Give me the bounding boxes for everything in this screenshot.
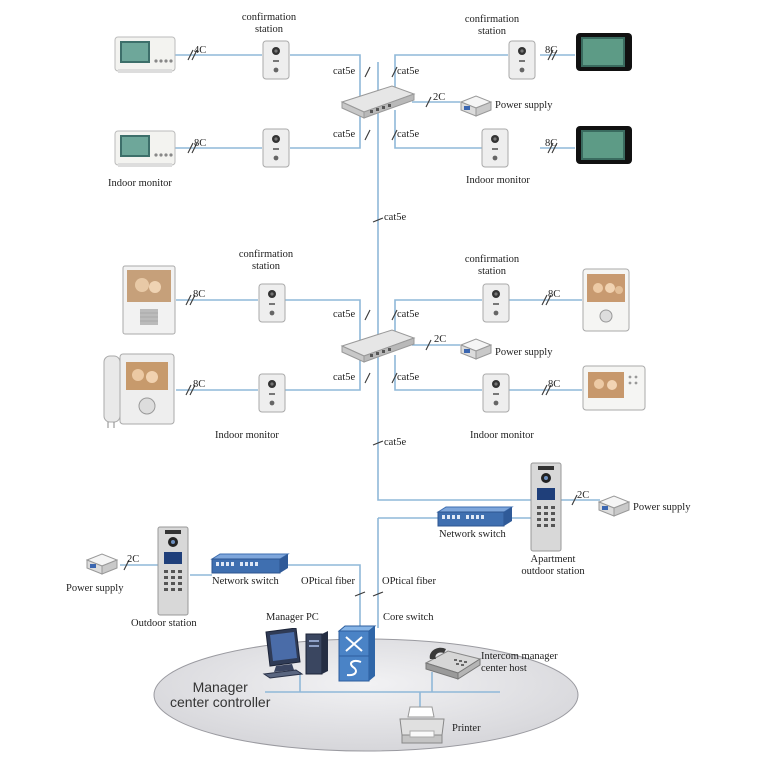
cable-label: 8C — [193, 289, 206, 300]
cable-label: 8C — [545, 138, 558, 149]
outdoor-station-icon — [157, 526, 189, 616]
optical-fiber-label: OPtical fiber — [301, 576, 355, 587]
core-switch-label: Core switch — [383, 612, 434, 623]
power-supply-label: Power supply — [66, 583, 124, 594]
door-camera-icon — [482, 283, 510, 323]
door-camera-icon — [481, 128, 509, 168]
indoor-monitor-icon — [103, 353, 175, 428]
door-camera-icon — [258, 373, 286, 413]
manager-center-controller-label: Manager center controller — [170, 679, 271, 710]
confirmation-station-label: confirmation station — [241, 12, 297, 35]
door-camera-icon — [508, 40, 536, 80]
power-supply-label: Power supply — [495, 100, 553, 111]
intercom-host-label: Intercom manager center host — [481, 651, 558, 674]
network-switch-label: Network switch — [212, 576, 279, 587]
cable-label: 8C — [193, 379, 206, 390]
manager-pc-icon — [262, 628, 328, 679]
cat5e-label: cat5e — [397, 309, 420, 320]
indoor-monitor-icon — [114, 130, 176, 167]
cat5e-label: cat5e — [384, 437, 407, 448]
indoor-monitor-icon — [582, 365, 646, 411]
cable-label: 8C — [548, 379, 561, 390]
indoor-monitor-icon — [576, 126, 632, 164]
indoor-monitor-icon — [122, 265, 176, 335]
cat5e-label: cat5e — [333, 66, 356, 77]
cat5e-label: cat5e — [397, 372, 420, 383]
cat5e-label: cat5e — [333, 372, 356, 383]
apartment-outdoor-station-label: Apartment outdoor station — [521, 554, 585, 577]
cable-label: 2C — [127, 554, 140, 565]
indoor-monitor-label: Indoor monitor — [215, 430, 279, 441]
cable-label: 4C — [194, 45, 207, 56]
cable-label: 8C — [194, 138, 207, 149]
door-camera-icon — [482, 373, 510, 413]
indoor-monitor-label: Indoor monitor — [470, 430, 534, 441]
power-supply-label: Power supply — [495, 347, 553, 358]
cat5e-label: cat5e — [397, 66, 420, 77]
indoor-monitor-icon — [114, 36, 176, 73]
power-supply-icon — [460, 338, 492, 360]
cat5e-label: cat5e — [333, 129, 356, 140]
confirmation-station-label: confirmation station — [464, 254, 520, 277]
distributor-icon — [340, 329, 416, 363]
indoor-monitor-icon — [576, 33, 632, 71]
door-camera-icon — [262, 40, 290, 80]
distributor-icon — [340, 85, 416, 119]
outdoor-station-label: Outdoor station — [131, 618, 197, 629]
confirmation-station-label: confirmation station — [464, 14, 520, 37]
optical-fiber-label: OPtical fiber — [382, 576, 436, 587]
cable-label: 8C — [548, 289, 561, 300]
manager-pc-label: Manager PC — [266, 612, 319, 623]
apartment-outdoor-station-icon — [530, 462, 562, 552]
network-switch-icon — [210, 553, 290, 574]
cat5e-label: cat5e — [333, 309, 356, 320]
indoor-monitor-icon — [582, 268, 630, 332]
power-supply-icon — [598, 495, 630, 517]
door-camera-icon — [258, 283, 286, 323]
printer-icon — [399, 706, 445, 744]
power-supply-label: Power supply — [633, 502, 691, 513]
confirmation-station-label: confirmation station — [238, 249, 294, 272]
network-switch-icon — [436, 506, 514, 527]
power-supply-icon — [460, 95, 492, 117]
intercom-host-icon — [424, 647, 482, 680]
cat5e-label: cat5e — [384, 212, 407, 223]
indoor-monitor-label: Indoor monitor — [108, 178, 172, 189]
cable-label: 2C — [434, 334, 447, 345]
cat5e-label: cat5e — [397, 129, 420, 140]
door-camera-icon — [262, 128, 290, 168]
network-switch-label: Network switch — [439, 529, 506, 540]
printer-label: Printer — [452, 723, 481, 734]
core-switch-icon — [337, 625, 377, 682]
power-supply-icon — [86, 553, 118, 575]
cable-label: 2C — [577, 490, 590, 501]
cable-label: 8C — [545, 45, 558, 56]
indoor-monitor-label: Indoor monitor — [466, 175, 530, 186]
cable-label: 2C — [433, 92, 446, 103]
